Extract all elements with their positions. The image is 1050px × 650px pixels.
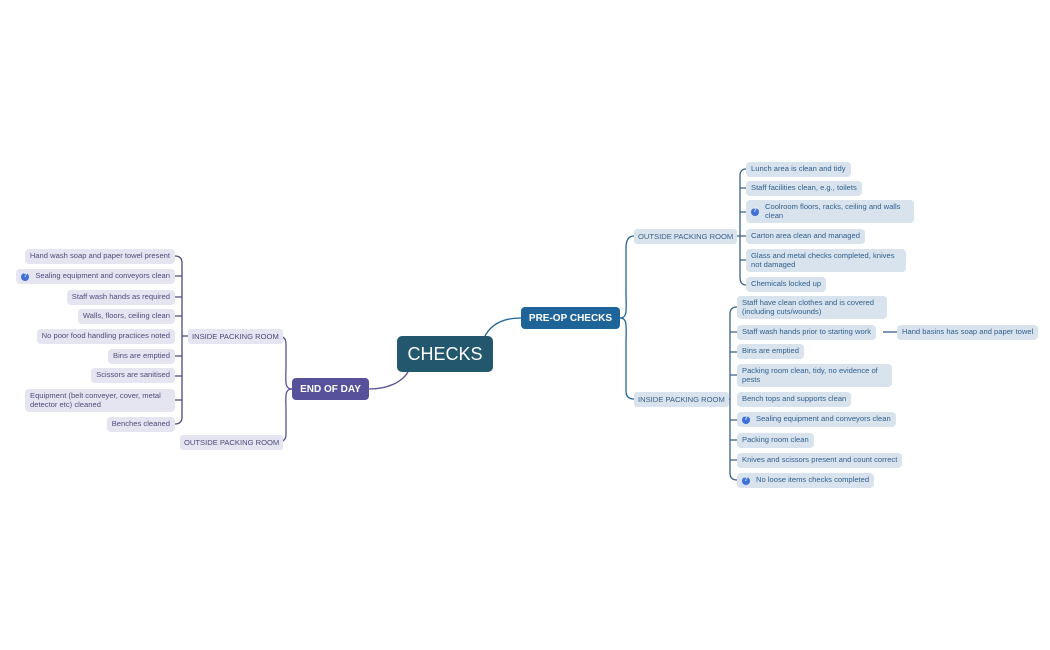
- pre-op-inside-item-2[interactable]: Staff wash hands prior to starting work: [737, 325, 877, 340]
- pre-op-inside-item-8[interactable]: Knives and scissors present and count co…: [737, 453, 903, 468]
- eod-inside-item-1[interactable]: Hand wash soap and paper towel present: [24, 249, 175, 264]
- question-mark-icon[interactable]: ?: [21, 272, 30, 281]
- item-label: Sealing equipment and conveyors clean: [756, 414, 891, 424]
- item-label: Sealing equipment and conveyors clean: [35, 271, 170, 281]
- pre-op-inside-item-7[interactable]: Packing room clean: [737, 433, 814, 448]
- eod-inside-item-3[interactable]: Staff wash hands as required: [66, 290, 175, 305]
- main-topic-pre-op-checks[interactable]: PRE-OP CHECKS: [521, 307, 620, 329]
- subtopic-pre-op-inside[interactable]: INSIDE PACKING ROOM: [634, 392, 729, 407]
- pre-op-outside-item-4[interactable]: Carton area clean and managed: [746, 229, 865, 244]
- pre-op-inside-item-4[interactable]: Packing room clean, tidy, no evidence of…: [737, 364, 892, 387]
- pre-op-outside-item-6[interactable]: Chemicals locked up: [746, 277, 827, 292]
- pre-op-inside-item-5[interactable]: Bench tops and supports clean: [737, 392, 852, 407]
- pre-op-inside-item-9[interactable]: ? No loose items checks completed: [737, 473, 875, 488]
- eod-inside-item-9[interactable]: Benches cleaned: [106, 417, 175, 432]
- eod-inside-item-7[interactable]: Scissors are sanitised: [91, 368, 175, 383]
- pre-op-hand-basin-item[interactable]: Hand basins has soap and paper towel: [897, 325, 1039, 340]
- eod-inside-item-6[interactable]: Bins are emptied: [108, 349, 175, 364]
- eod-inside-item-8[interactable]: Equipment (belt conveyer, cover, metal d…: [25, 389, 175, 412]
- subtopic-pre-op-outside[interactable]: OUTSIDE PACKING ROOM: [634, 229, 738, 244]
- item-label: Coolroom floors, racks, ceiling and wall…: [765, 201, 901, 220]
- central-topic[interactable]: CHECKS: [397, 336, 493, 372]
- eod-inside-item-4[interactable]: Walls, floors, ceiling clean: [77, 309, 175, 324]
- item-label: No loose items checks completed: [756, 475, 870, 485]
- pre-op-inside-item-1[interactable]: Staff have clean clothes and is covered …: [737, 296, 887, 319]
- pre-op-outside-item-3[interactable]: ? Coolroom floors, racks, ceiling and wa…: [746, 200, 914, 223]
- question-mark-icon[interactable]: ?: [751, 207, 759, 216]
- subtopic-eod-outside[interactable]: OUTSIDE PACKING ROOM: [180, 435, 284, 450]
- question-mark-icon[interactable]: ?: [742, 415, 750, 424]
- question-mark-icon[interactable]: ?: [742, 476, 750, 485]
- eod-inside-item-2[interactable]: ? Sealing equipment and conveyors clean: [16, 269, 175, 284]
- subtopic-eod-inside[interactable]: INSIDE PACKING ROOM: [188, 329, 283, 344]
- pre-op-outside-item-5[interactable]: Glass and metal checks completed, knives…: [746, 249, 906, 272]
- pre-op-inside-item-3[interactable]: Bins are emptied: [737, 344, 804, 359]
- main-topic-end-of-day[interactable]: END OF DAY: [292, 378, 369, 400]
- eod-inside-item-5[interactable]: No poor food handling practices noted: [36, 329, 175, 344]
- pre-op-inside-item-6[interactable]: ? Sealing equipment and conveyors clean: [737, 412, 896, 427]
- pre-op-outside-item-1[interactable]: Lunch area is clean and tidy: [746, 162, 851, 177]
- pre-op-outside-item-2[interactable]: Staff facilities clean, e.g., toilets: [746, 181, 862, 196]
